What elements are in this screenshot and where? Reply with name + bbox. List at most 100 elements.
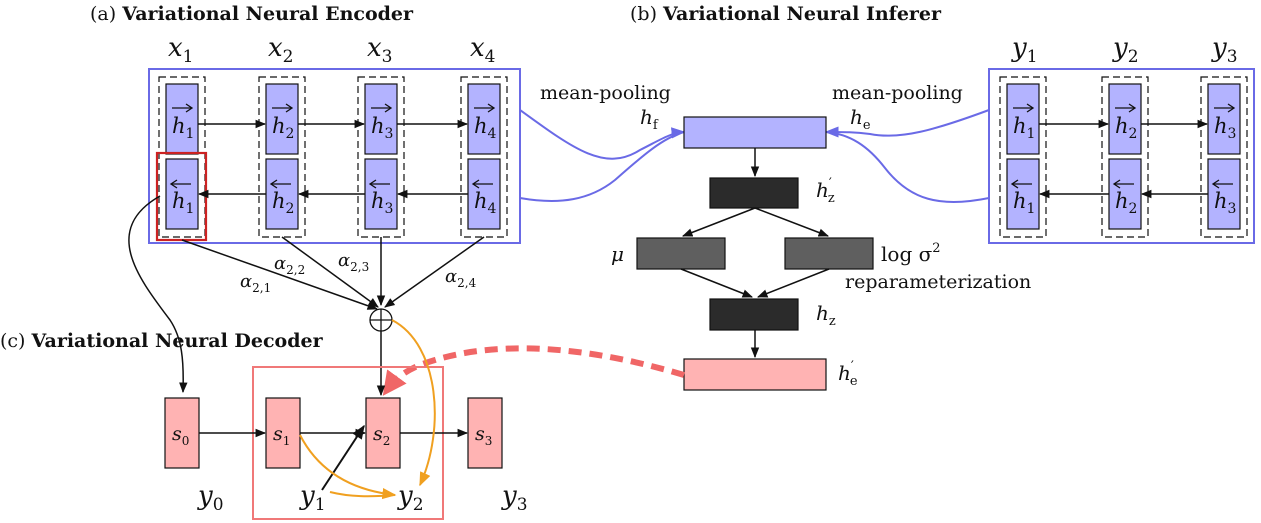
forward-label-h3: h3 [371,103,393,142]
decoder-output-y2: y2 [397,481,424,515]
svg-text:h1: h1 [172,189,194,217]
inferer-network: h′z μ log σ2 reparameterization hz h′e [611,116,1031,391]
he-prime-label: h′e [838,359,858,389]
column-group-4 [460,76,508,238]
s3-label: s3 [475,423,492,448]
decoder-state-s3 [467,397,503,469]
decoder: s0 s1 s2 s3 y0 y1 y2 y3 [164,319,528,520]
target-backward-label-h1: h1 [1010,179,1035,217]
left-arrowhead-accent [1211,179,1220,189]
left-arrowhead-accent [269,179,278,189]
forward-node-4 [467,83,501,155]
target-backward-label-h2: h2 [1112,179,1137,217]
svg-text:h2: h2 [272,189,294,217]
attention-curve-s1-to-y2 [299,434,397,500]
svg-text:h1: h1 [172,114,194,142]
svg-text:h4: h4 [474,114,497,142]
decoder-panel-title: (c) Variational Neural Decoder [0,330,324,352]
source-input-x1: x1 [168,33,194,67]
logsigma-node [784,237,874,270]
target-encoder-frame [988,68,1255,244]
right-arrowhead-accent [1026,103,1035,113]
source-input-x2: x2 [268,33,294,67]
arrow-mu-to-hz [680,268,753,298]
decoder-step-frame [252,366,444,520]
target-column-group-3 [1200,76,1248,238]
hz-prime-node [709,177,799,209]
attention-arrow-1 [181,239,378,310]
forward-label-h1: h1 [172,103,194,142]
mu-node [636,237,726,270]
attention-weight-2-3: α2,3 [338,250,369,274]
attention-weight-2-4: α2,4 [445,266,477,290]
mean-pooling-curve-forward [519,109,686,160]
backward-label-h1: h1 [169,179,194,217]
decoder-state-s2 [365,397,401,469]
hz-node [709,298,799,331]
right-arrowhead-accent [384,103,393,113]
right-arrowhead-accent [487,103,496,113]
he-label: he [850,105,871,133]
attention-weight-2-2: α2,2 [274,253,305,277]
attention-arrow-4 [384,236,485,308]
svg-text:h1: h1 [1013,114,1035,142]
decoder-output-y3: y3 [501,481,528,515]
column-group-2 [258,76,306,238]
svg-text:h2: h2 [272,114,294,142]
source-input-x4: x4 [470,33,496,67]
left-arrowhead-accent [368,179,377,189]
arrow-hz-prime-to-logsigma [754,207,829,237]
s1-label: s1 [273,423,290,448]
right-arrowhead-accent [1227,103,1236,113]
arrow-logsigma-to-hz [757,268,830,298]
latent-to-decoder-dashed-arrow [382,345,685,396]
right-arrowhead-accent [285,103,294,113]
target-encoder: y1 y2 y3 h1 h2 h3 h1 [988,33,1255,244]
left-arrowhead-accent [1112,179,1121,189]
attention-curve-y1-to-y2 [329,491,396,498]
s0-label: s0 [172,423,189,448]
target-backward-node-3 [1207,158,1241,230]
attention-curve-context-to-y2 [391,319,436,487]
logsigma-label: log σ2 [881,241,941,266]
svg-text:h1: h1 [1013,189,1035,217]
arrow-hz-prime-to-mu [682,207,756,237]
hf-label: hf [640,105,659,133]
target-input-y3: y3 [1211,33,1238,67]
target-backward-label-h3: h3 [1211,179,1236,217]
reparameterization-label: reparameterization [845,271,1031,293]
hz-prime-label: h′z [816,176,835,206]
target-forward-label-h1: h1 [1013,103,1035,142]
target-forward-node-2 [1108,83,1142,155]
s2-label: s2 [373,423,390,448]
forward-label-h2: h2 [272,103,294,142]
he-prime-node [683,358,827,391]
mean-pooling-curve-backward [519,131,685,202]
target-backward-node-1 [1006,158,1040,230]
decoder-state-s0 [164,397,200,469]
target-mean-pooling-curve-forward [824,109,990,138]
backward-label-h3: h3 [368,179,393,217]
column-group-3 [357,76,405,238]
encoder-to-s0-arrow [128,195,188,394]
target-column-group-2 [1101,76,1149,238]
target-forward-label-h2: h2 [1115,103,1137,142]
forward-node-2 [265,83,299,155]
left-arrowhead-accent [471,179,480,189]
forward-node-3 [364,83,398,155]
pooled-representation-node [683,116,827,149]
right-arrowhead-accent [185,103,194,113]
inferer-panel-title: (b) Variational Neural Inferer [630,3,942,25]
svg-text:h3: h3 [1214,189,1236,217]
svg-text:h2: h2 [1115,189,1137,217]
forward-node-1 [165,83,199,155]
attention-mechanism: α2,1 α2,2 α2,3 α2,4 [181,236,485,397]
target-forward-label-h3: h3 [1214,103,1236,142]
decoder-output-y0: y0 [197,481,224,515]
mean-pooling-label-source: mean-pooling [540,82,671,104]
source-encoder: x1 x2 x3 x4 h1 h2 [148,33,521,244]
target-forward-node-1 [1006,83,1040,155]
encoder-frame [148,68,521,244]
